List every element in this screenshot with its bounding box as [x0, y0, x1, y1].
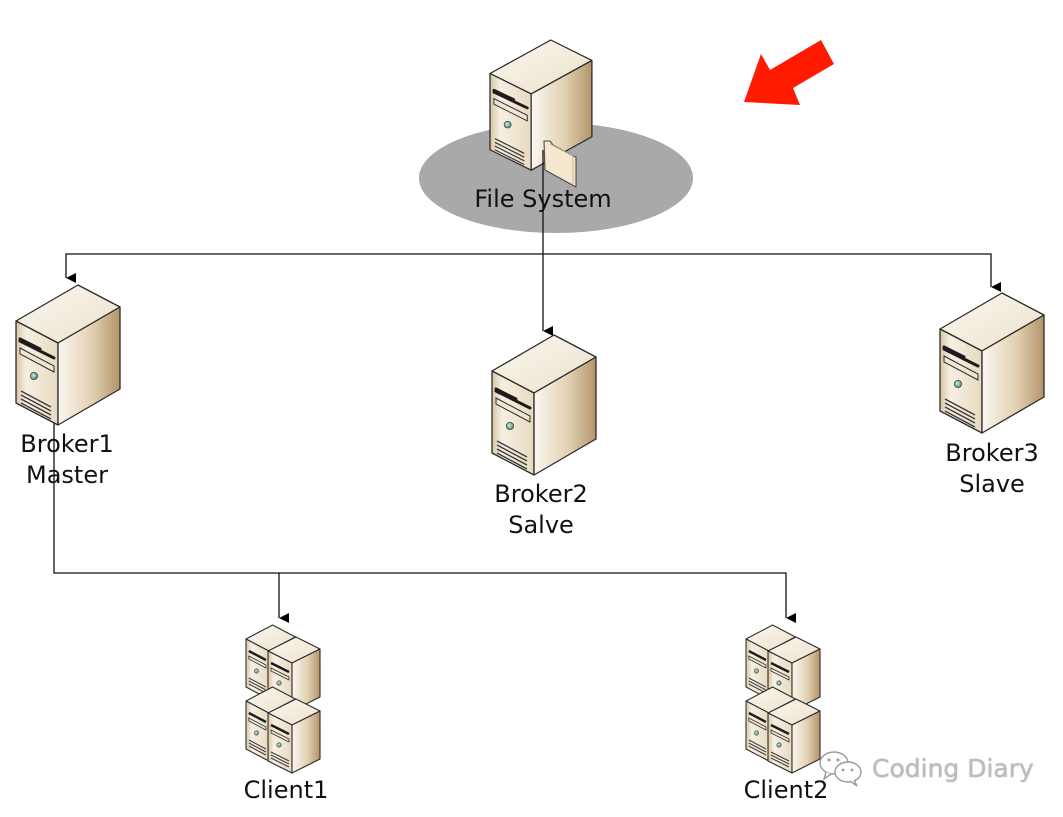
red-arrow-icon [744, 40, 834, 105]
broker-client-connectors [53, 420, 796, 623]
client2-name: Client2 [743, 776, 829, 804]
client1-name: Client1 [243, 776, 329, 804]
broker3-name: Broker3 [945, 439, 1039, 467]
broker1-role: Master [26, 461, 108, 489]
file-system-label: File System [456, 184, 630, 215]
broker2-label: Broker2 Salve [474, 479, 608, 541]
client2-label: Client2 [726, 775, 846, 806]
client1-label: Client1 [226, 775, 346, 806]
broker1-label: Broker1 Master [0, 429, 134, 491]
broker3-server-icon[interactable] [938, 291, 1046, 435]
broker1-server-icon[interactable] [14, 283, 122, 427]
edge-fs-broker3 [543, 253, 1001, 292]
broker2-name: Broker2 [494, 480, 588, 508]
broker1-name: Broker1 [20, 430, 114, 458]
folder-icon [543, 140, 577, 188]
watermark: Coding Diary [818, 748, 1034, 788]
file-system-connectors [65, 150, 1001, 336]
client2-cluster-icon[interactable] [746, 625, 820, 773]
edge-broker1-client1 [53, 420, 289, 623]
watermark-text: Coding Diary [872, 753, 1034, 783]
wechat-icon [819, 751, 862, 787]
broker2-role: Salve [508, 511, 574, 539]
broker3-role: Slave [959, 470, 1025, 498]
edge-broker1-client2 [279, 572, 796, 623]
file-system-label-text: File System [474, 185, 612, 213]
broker2-server-icon[interactable] [490, 333, 598, 477]
edge-fs-broker1 [65, 150, 544, 283]
broker3-label: Broker3 Slave [925, 438, 1059, 500]
file-system-ellipse [419, 123, 693, 233]
client1-cluster-icon[interactable] [246, 625, 320, 773]
